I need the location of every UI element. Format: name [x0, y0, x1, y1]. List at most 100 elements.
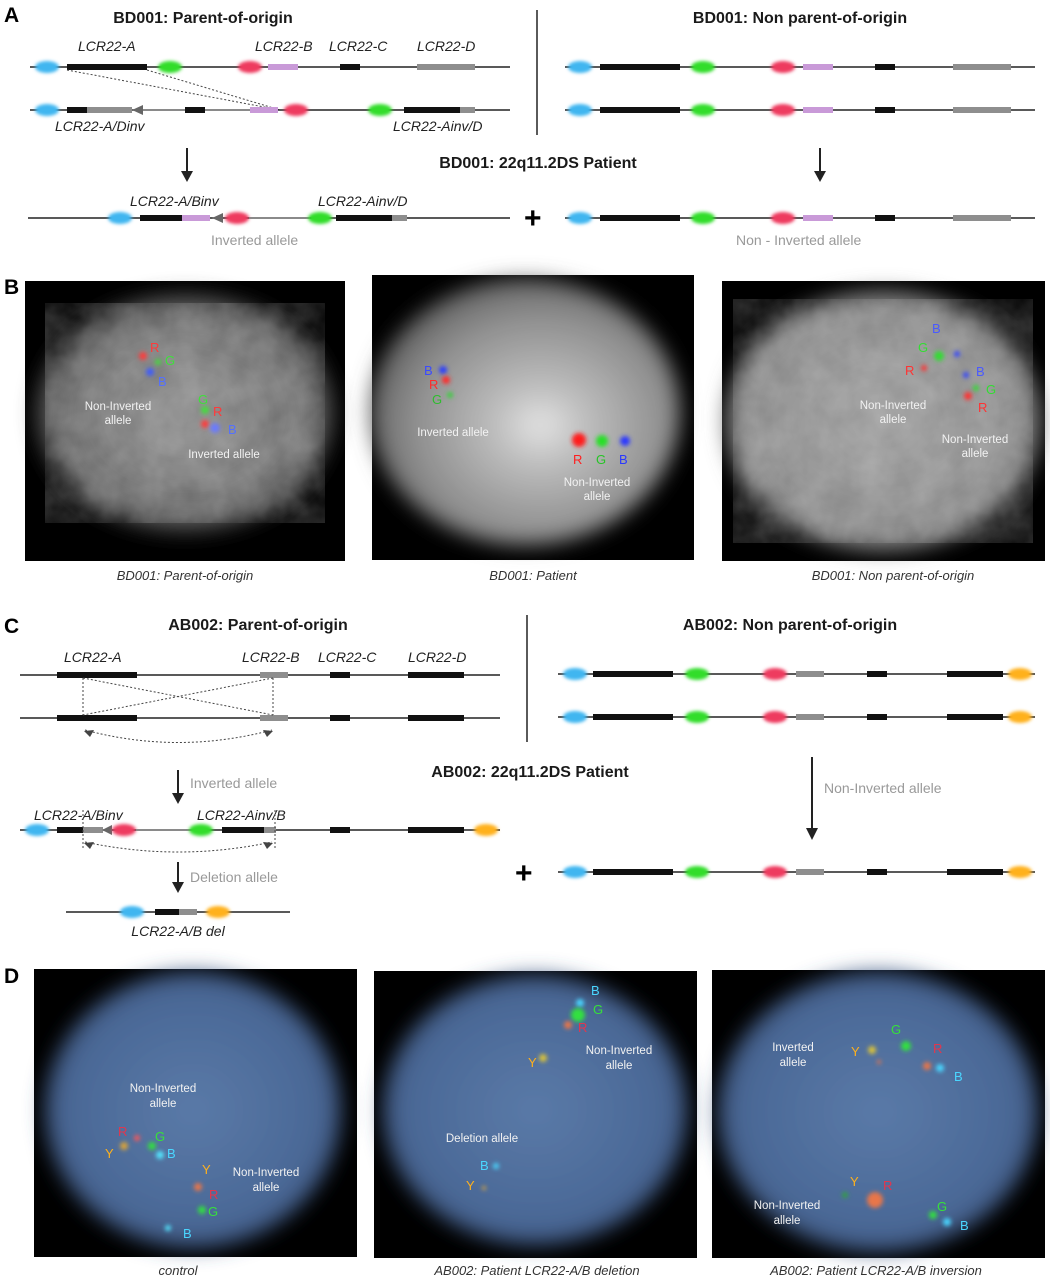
label-allele: allele	[150, 1098, 177, 1110]
label-inverted-allele: Inverted allele	[188, 449, 260, 461]
chromosome-c-inverted	[20, 824, 500, 836]
spot-label-r: R	[150, 340, 159, 355]
spot-label-r: R	[209, 1187, 218, 1202]
label-lcr22-c: LCR22-C	[329, 38, 388, 54]
spot-label-b: B	[228, 422, 237, 437]
spot-label-y: Y	[466, 1178, 475, 1193]
spot-label-g: G	[891, 1022, 901, 1037]
caption-b2: BD001: Patient	[489, 568, 578, 583]
chromosome-a-left-1	[30, 61, 510, 73]
label-non-inverted-allele-c: Non-Inverted allele	[824, 780, 942, 796]
chromosome-a-patient-inverted	[28, 212, 510, 224]
label-lcr22-a-dinv: LCR22-A/Dinv	[55, 118, 145, 134]
caption-b1: BD001: Parent-of-origin	[117, 568, 254, 583]
spot-label-b: B	[976, 364, 985, 379]
label-lcr22-a: LCR22-A	[78, 38, 136, 54]
label-non-inverted: Non-Inverted	[860, 400, 926, 412]
panel-c-title-right: AB002: Non parent-of-origin	[683, 617, 897, 634]
label-inverted: Inverted	[772, 1042, 814, 1054]
spot-label-r: R	[429, 377, 438, 392]
chromosome-c-right-patient	[558, 866, 1035, 878]
chromosome-c-left-1	[20, 672, 500, 678]
spot-label-r: R	[978, 400, 987, 415]
label-allele: allele	[780, 1057, 807, 1069]
spot-label-g: G	[918, 340, 928, 355]
panel-a-title-right: BD001: Non parent-of-origin	[693, 10, 907, 27]
label-inverted-allele: Inverted allele	[417, 427, 489, 439]
label-lcr22-c: LCR22-C	[318, 649, 377, 665]
microscopy-b1	[25, 281, 345, 561]
spot-label-y: Y	[528, 1055, 537, 1070]
spot-label-r: R	[573, 452, 582, 467]
chromosome-c-right-2	[558, 711, 1035, 723]
label-non-inverted: Non-Inverted	[586, 1045, 652, 1057]
spot-label-y: Y	[850, 1174, 859, 1189]
label-non-inverted: Non-Inverted	[130, 1083, 196, 1095]
caption-d3: AB002: Patient LCR22-A/B inversion	[769, 1263, 982, 1278]
spot-label-g: G	[165, 353, 175, 368]
label-allele: allele	[584, 491, 611, 503]
label-non-inverted: Non-Inverted	[942, 434, 1008, 446]
panel-label-b: B	[4, 276, 19, 299]
spot-label-g: G	[986, 382, 996, 397]
caption-d1: control	[158, 1263, 198, 1278]
spot-label-r: R	[578, 1020, 587, 1035]
spot-label-b: B	[480, 1158, 489, 1173]
caption-d2: AB002: Patient LCR22-A/B deletion	[433, 1263, 639, 1278]
label-allele: allele	[606, 1060, 633, 1072]
plus-a: +	[524, 202, 542, 235]
label-lcr22-a-binv: LCR22-A/Binv	[34, 807, 124, 823]
label-lcr22-d: LCR22-D	[408, 649, 466, 665]
spot-label-b: B	[424, 363, 433, 378]
spot-label-r: R	[905, 363, 914, 378]
spot-label-b: B	[960, 1218, 969, 1233]
spot-label-g: G	[198, 392, 208, 407]
spot-label-r: R	[883, 1178, 892, 1193]
panel-a: A BD001: Parent-of-origin BD001: Non par…	[4, 4, 1035, 248]
label-lcr22-ainv-d: LCR22-Ainv/D	[393, 118, 482, 134]
label-non-inverted: Non-Inverted	[233, 1167, 299, 1179]
panel-c-title-left: AB002: Parent-of-origin	[168, 617, 348, 634]
plus-c: +	[515, 857, 533, 890]
label-allele: allele	[105, 415, 132, 427]
label-allele: allele	[962, 448, 989, 460]
label-non-inverted: Non-Inverted	[564, 477, 630, 489]
label-non-inverted: Non-Inverted	[85, 401, 151, 413]
label-allele: allele	[253, 1182, 280, 1194]
microscopy-d2	[374, 971, 697, 1258]
panel-label-c: C	[4, 615, 19, 638]
spot-label-r: R	[118, 1124, 127, 1139]
spot-label-g: G	[155, 1129, 165, 1144]
label-lcr22-b: LCR22-B	[255, 38, 313, 54]
spot-label-b: B	[167, 1146, 176, 1161]
spot-label-g: G	[432, 392, 442, 407]
label-lcr22-d: LCR22-D	[417, 38, 475, 54]
arrow-c-inverted	[172, 770, 184, 804]
label-inverted-allele-c: Inverted allele	[190, 775, 277, 791]
spot-label-y: Y	[105, 1146, 114, 1161]
spot-label-b: B	[183, 1226, 192, 1241]
label-lcr22-ainv-b: LCR22-Ainv/B	[197, 807, 286, 823]
chromosome-c-right-1	[558, 668, 1035, 680]
spot-label-b: B	[954, 1069, 963, 1084]
label-allele: allele	[774, 1215, 801, 1227]
chromosome-a-patient-noninverted	[565, 212, 1035, 224]
spot-label-g: G	[937, 1199, 947, 1214]
panel-a-title-center: BD001: 22q11.2DS Patient	[439, 155, 637, 172]
label-lcr22-ainv-d-patient: LCR22-Ainv/D	[318, 193, 407, 209]
spot-label-r: R	[213, 404, 222, 419]
microscopy-b3	[722, 281, 1045, 561]
chromosome-c-left-2	[20, 715, 500, 721]
microscopy-b2	[370, 275, 694, 560]
label-non-inverted: Non-Inverted	[754, 1200, 820, 1212]
arrow-a-right	[814, 148, 826, 182]
spot-label-b: B	[591, 983, 600, 998]
caption-b3: BD001: Non parent-of-origin	[812, 568, 975, 583]
label-lcr22-a-binv: LCR22-A/Binv	[130, 193, 220, 209]
label-allele: allele	[880, 414, 907, 426]
chromosome-a-left-2	[30, 104, 510, 116]
panel-c: C AB002: Parent-of-origin AB002: Non par…	[4, 615, 1035, 939]
label-deletion-allele: Deletion allele	[446, 1133, 518, 1145]
label-lcr22-ab-del: LCR22-A/B del	[131, 923, 225, 939]
